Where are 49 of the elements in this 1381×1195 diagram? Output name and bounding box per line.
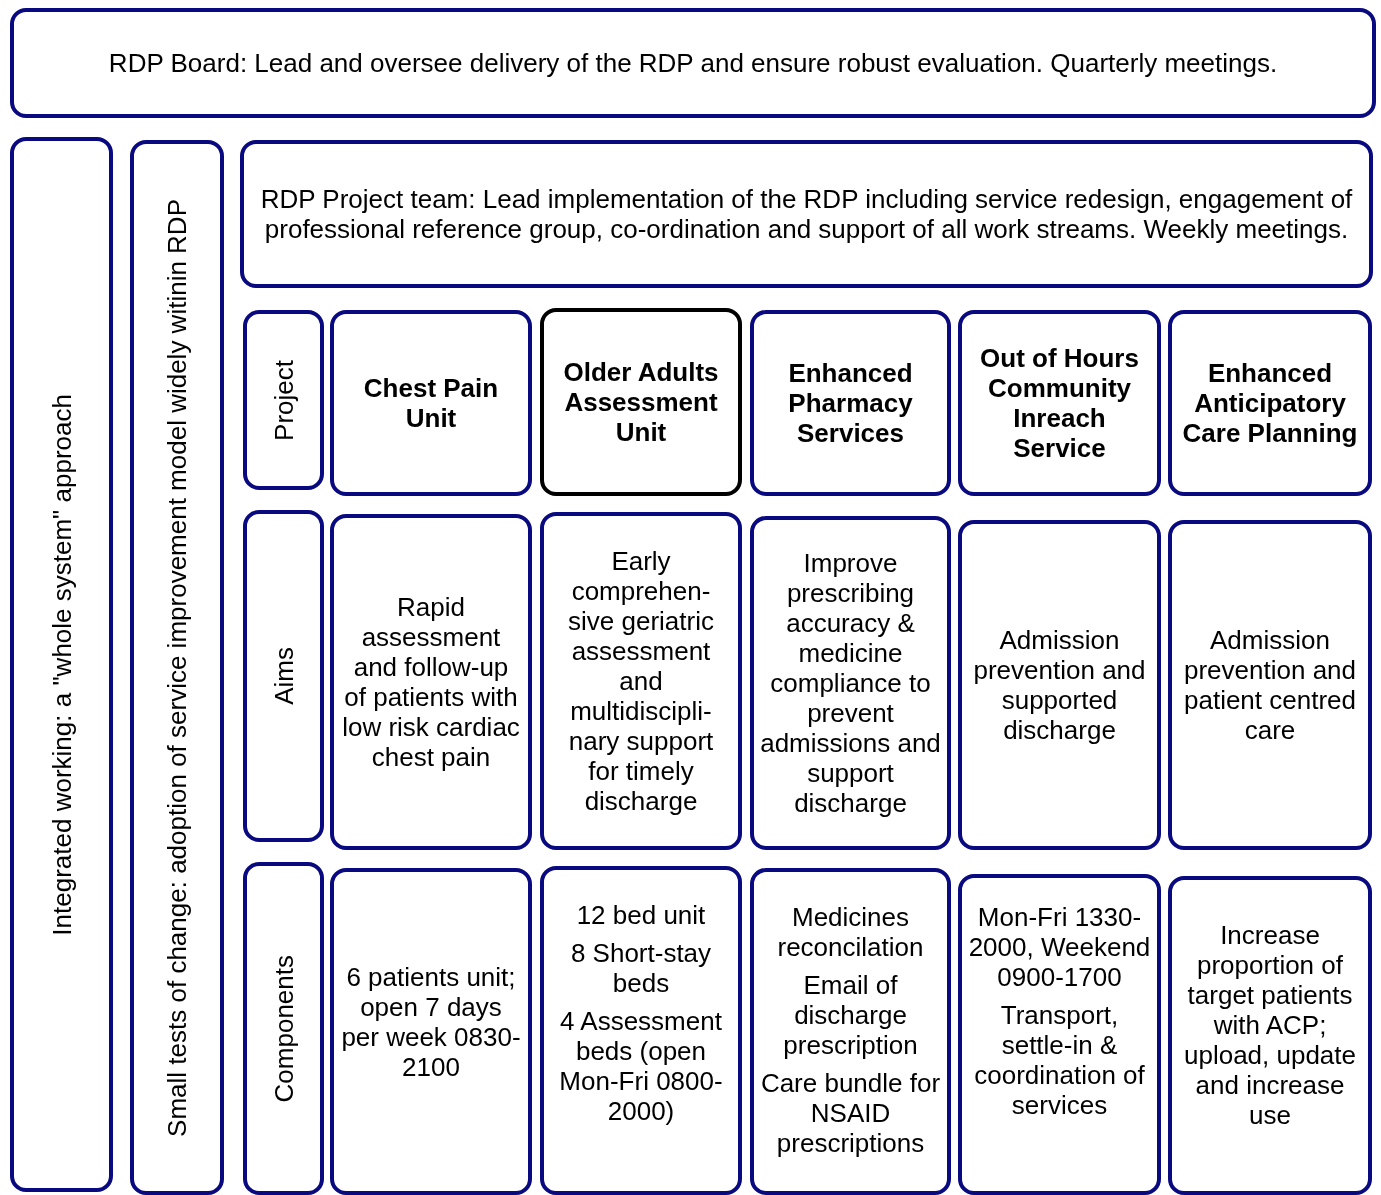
description-text: 4 Assessment beds (open Mon-Fri 0800-2000) xyxy=(558,1006,724,1126)
aim-box xyxy=(330,514,532,850)
description-text: Email of discharge prescription xyxy=(782,970,919,1060)
description-text: Transport, settle-in & coordination of services xyxy=(973,1000,1146,1120)
vertical-label: Components xyxy=(268,954,299,1103)
aim-box xyxy=(750,516,951,850)
project-box xyxy=(330,310,532,496)
description-text: Rapid assessment and follow-up of patients with low risk cardiac chest pain xyxy=(341,592,521,772)
project-box xyxy=(958,310,1161,496)
description-text: 12 bed unit xyxy=(576,900,706,930)
project-title: Enhanced Pharmacy Services xyxy=(787,358,914,448)
component-box xyxy=(540,866,742,1195)
aim-box xyxy=(1168,520,1372,850)
description-text: Mon-Fri 1330-2000, Weekend 0900-1700 xyxy=(968,902,1151,992)
team-box xyxy=(240,140,1373,288)
vertical-label: Project xyxy=(268,359,299,441)
description-text: Increase proportion of target patients with ACP; upload, update and increase use xyxy=(1182,920,1357,1130)
project-title: Out of Hours Community Inreach Service xyxy=(979,343,1140,463)
component-box xyxy=(330,868,532,1195)
project-box xyxy=(1168,310,1372,496)
component-box xyxy=(1168,876,1372,1195)
description-text: Improve prescribing accuracy & medicine compliance to prevent admissions and support discharge xyxy=(760,548,941,818)
row-header xyxy=(243,310,324,490)
description-text: RDP Project team: Lead implementation of the RDP including service redesign, engagement of professional reference group, co-ordination and support of all work streams. Weekly meetings. xyxy=(259,184,1354,244)
component-box xyxy=(958,874,1161,1195)
project-title: Enhanced Anticipatory Care Planning xyxy=(1181,358,1359,448)
project-box xyxy=(750,310,951,496)
description-text: Admission prevention and patient centred care xyxy=(1183,625,1357,745)
description-text: Early comprehen-sive geriatric assessment and multidiscipli-nary support for timely discharge xyxy=(567,546,715,816)
project-title: Chest Pain Unit xyxy=(362,373,500,433)
row-header xyxy=(243,510,324,842)
board-box xyxy=(10,8,1376,118)
description-text: Admission prevention and supported discharge xyxy=(972,625,1147,745)
description-text: 8 Short-stay beds xyxy=(569,938,713,998)
project-title: Older Adults Assessment Unit xyxy=(562,357,720,447)
side-panel xyxy=(10,137,113,1192)
aim-box xyxy=(540,512,742,850)
vertical-label: Aims xyxy=(268,647,299,705)
description-text: Care bundle for NSAID prescriptions xyxy=(760,1068,941,1158)
description-text: RDP Board: Lead and oversee delivery of the RDP and ensure robust evaluation. Quarterly meetings. xyxy=(108,48,1278,78)
row-header xyxy=(243,862,324,1195)
vertical-label: Small tests of change: adoption of service improvement model widely witinin RDP xyxy=(162,198,192,1137)
description-text: Medicines reconcilation xyxy=(776,902,925,962)
component-box xyxy=(750,868,951,1195)
side-panel xyxy=(130,140,224,1195)
project-box xyxy=(540,308,742,496)
description-text: 6 patients unit; open 7 days per week 0830-2100 xyxy=(340,962,522,1082)
vertical-label: Integrated working: a "whole system" approach xyxy=(46,393,77,936)
aim-box xyxy=(958,520,1161,850)
